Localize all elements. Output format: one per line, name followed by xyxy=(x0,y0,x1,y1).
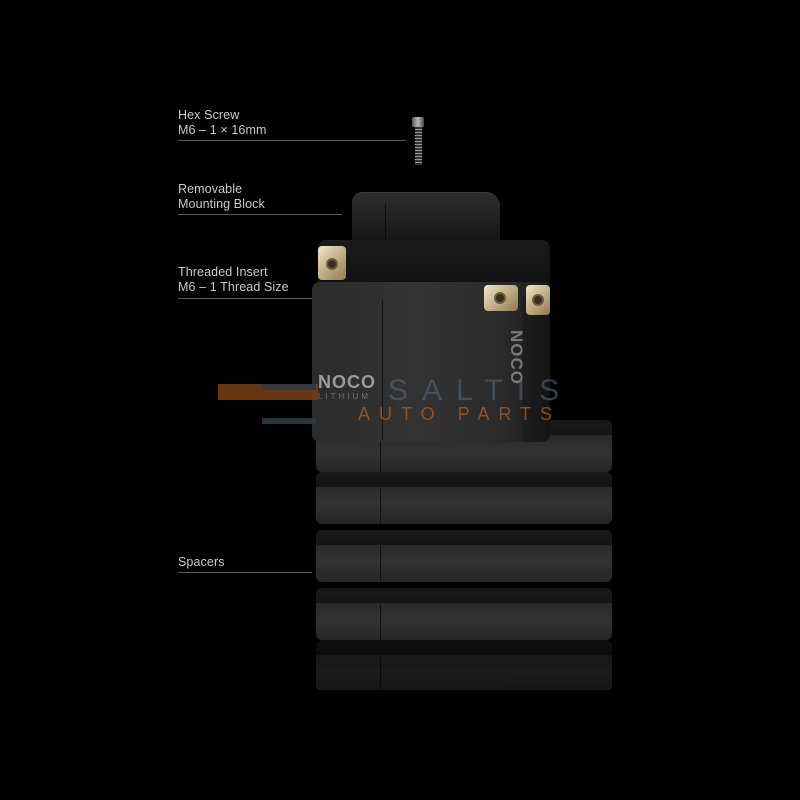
callout-spec: M6 – 1 × 16mm xyxy=(178,123,267,137)
callout-spacers: Spacers xyxy=(178,555,312,573)
hex-screw-icon xyxy=(415,126,422,165)
spacer-3 xyxy=(316,588,612,640)
callout-threaded-insert: Threaded Insert M6 – 1 Thread Size xyxy=(178,265,358,299)
spacer-2 xyxy=(316,530,612,582)
callout-hex-screw: Hex Screw M6 – 1 × 16mm xyxy=(178,108,406,141)
callout-title: Hex Screw xyxy=(178,108,240,122)
watermark-text: SALTIS xyxy=(388,374,574,407)
battery-top xyxy=(318,240,550,288)
leader-line xyxy=(178,140,406,141)
callout-title: Spacers xyxy=(178,555,225,569)
leader-line xyxy=(178,298,358,299)
leader-line xyxy=(178,572,312,573)
terminal-right-side xyxy=(526,285,550,315)
callout-mounting-block: Removable Mounting Block xyxy=(178,182,342,215)
hex-screw-head xyxy=(412,117,424,127)
watermark-subtext: AUTO PARTS xyxy=(358,404,562,424)
callout-spec: Mounting Block xyxy=(178,197,265,211)
watermark-logo-bars-icon xyxy=(262,384,316,424)
terminal-left xyxy=(318,246,346,280)
mounting-block-seam xyxy=(385,204,386,244)
brand-logo: NOCO xyxy=(318,372,376,392)
terminal-right-front xyxy=(484,285,518,311)
spacer-4 xyxy=(316,640,612,692)
battery-seam xyxy=(382,300,383,440)
leader-line xyxy=(178,214,342,215)
callout-spec: M6 – 1 Thread Size xyxy=(178,280,289,294)
brand-sub: LITHIUM xyxy=(318,392,371,401)
callout-title: Threaded Insert xyxy=(178,265,268,279)
mounting-block xyxy=(352,192,500,245)
spacer-1 xyxy=(316,472,612,524)
bottom-fade xyxy=(300,690,640,800)
battery-side xyxy=(522,296,550,442)
callout-title: Removable xyxy=(178,182,243,196)
